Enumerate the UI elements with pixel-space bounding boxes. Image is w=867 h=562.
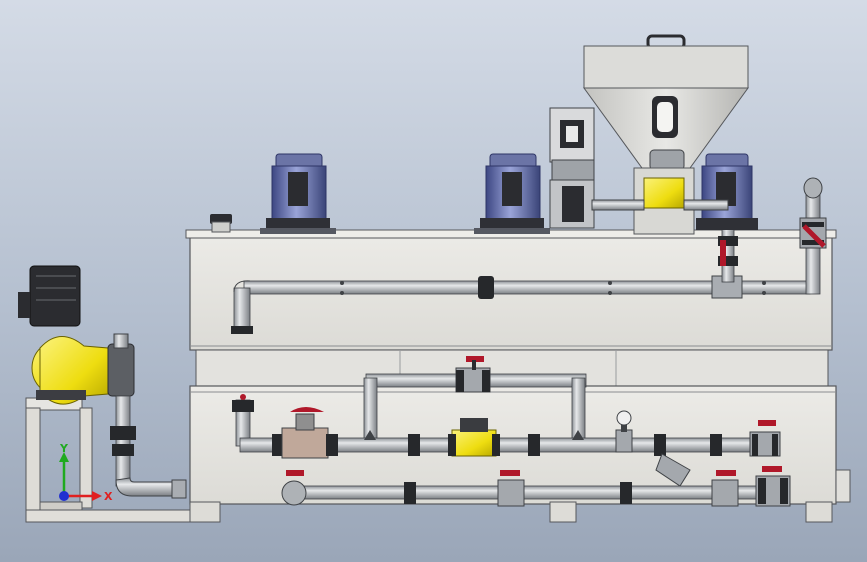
- agitator-motor-2: [474, 153, 550, 234]
- x-axis-label: X: [104, 490, 113, 503]
- bypass-loop: [363, 356, 587, 443]
- y-axis-label: Y: [59, 442, 69, 455]
- process-line: [232, 394, 781, 487]
- z-axis-dot: [59, 491, 69, 501]
- agitator-motor-3: [696, 153, 758, 230]
- pump-stand: [25, 397, 191, 523]
- coordinate-triad: Y X: [59, 442, 113, 503]
- agitator-motor-1: [260, 153, 336, 234]
- pump-discharge-pipe: [110, 395, 187, 499]
- metering-pump: [18, 265, 135, 405]
- discharge-line: [281, 466, 791, 507]
- solution-tank: [185, 229, 837, 387]
- feeder-motor: [549, 107, 729, 229]
- vent-cap: [210, 214, 232, 233]
- powder-hopper: [583, 34, 749, 235]
